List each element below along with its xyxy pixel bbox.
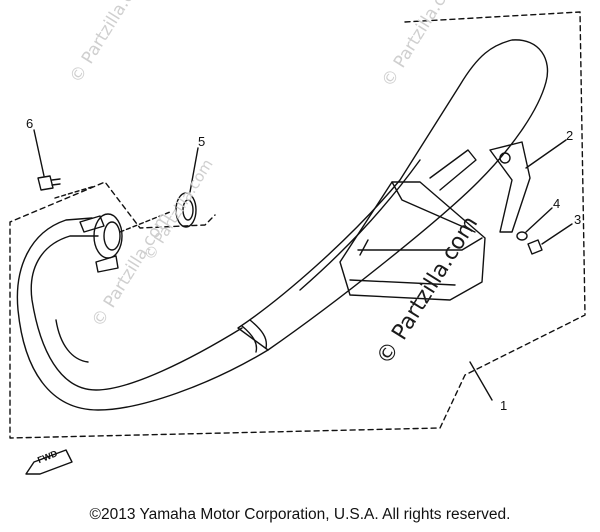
leader-line-6 [33, 129, 45, 177]
flange-ear [95, 255, 119, 273]
bolt-leader-dashed [54, 185, 96, 199]
header-pipe-inner [16, 217, 269, 411]
silencer-box-edge [359, 239, 369, 256]
silencer-box-edge [349, 279, 456, 286]
callout-3: 3 [574, 212, 582, 227]
callout-4: 4 [553, 196, 561, 211]
bracket-hole [499, 152, 511, 164]
callout-2: 2 [566, 128, 574, 143]
header-flange-bore [103, 221, 121, 251]
copyright-notice: ©2013 Yamaha Motor Corporation, U.S.A. A… [89, 506, 511, 523]
callout-5: 5 [198, 134, 206, 149]
leader-line-2 [525, 139, 567, 169]
bolt-shank [51, 178, 61, 186]
exhaust-parts-diagram [9, 11, 586, 475]
header-pipe-highlight [55, 319, 89, 363]
gasket-ring-inner [182, 199, 194, 221]
ring-leader-dashed [119, 211, 171, 233]
muffler-body [237, 39, 549, 351]
washer [516, 231, 528, 241]
silencer-box [339, 181, 486, 301]
silencer-box-edge [391, 181, 476, 233]
small-bolt [527, 239, 543, 255]
leader-line-1 [469, 361, 493, 401]
callout-1: 1 [500, 398, 508, 413]
mounting-bracket [489, 141, 531, 233]
leader-line-3 [541, 223, 573, 245]
bolt [37, 175, 54, 191]
leader-line-4 [525, 207, 553, 233]
silencer-box-edge [357, 237, 483, 251]
fwd-arrow-marker [25, 449, 73, 475]
assembly-boundary [9, 11, 586, 439]
bracket-strap [429, 149, 477, 191]
header-pipe [30, 235, 243, 391]
muffler-seam [241, 325, 258, 353]
callout-6: 6 [26, 116, 34, 131]
flange-ear [79, 215, 105, 233]
muffler-seam [249, 319, 268, 349]
gasket-ring [175, 192, 197, 228]
leader-line-5 [189, 147, 199, 193]
